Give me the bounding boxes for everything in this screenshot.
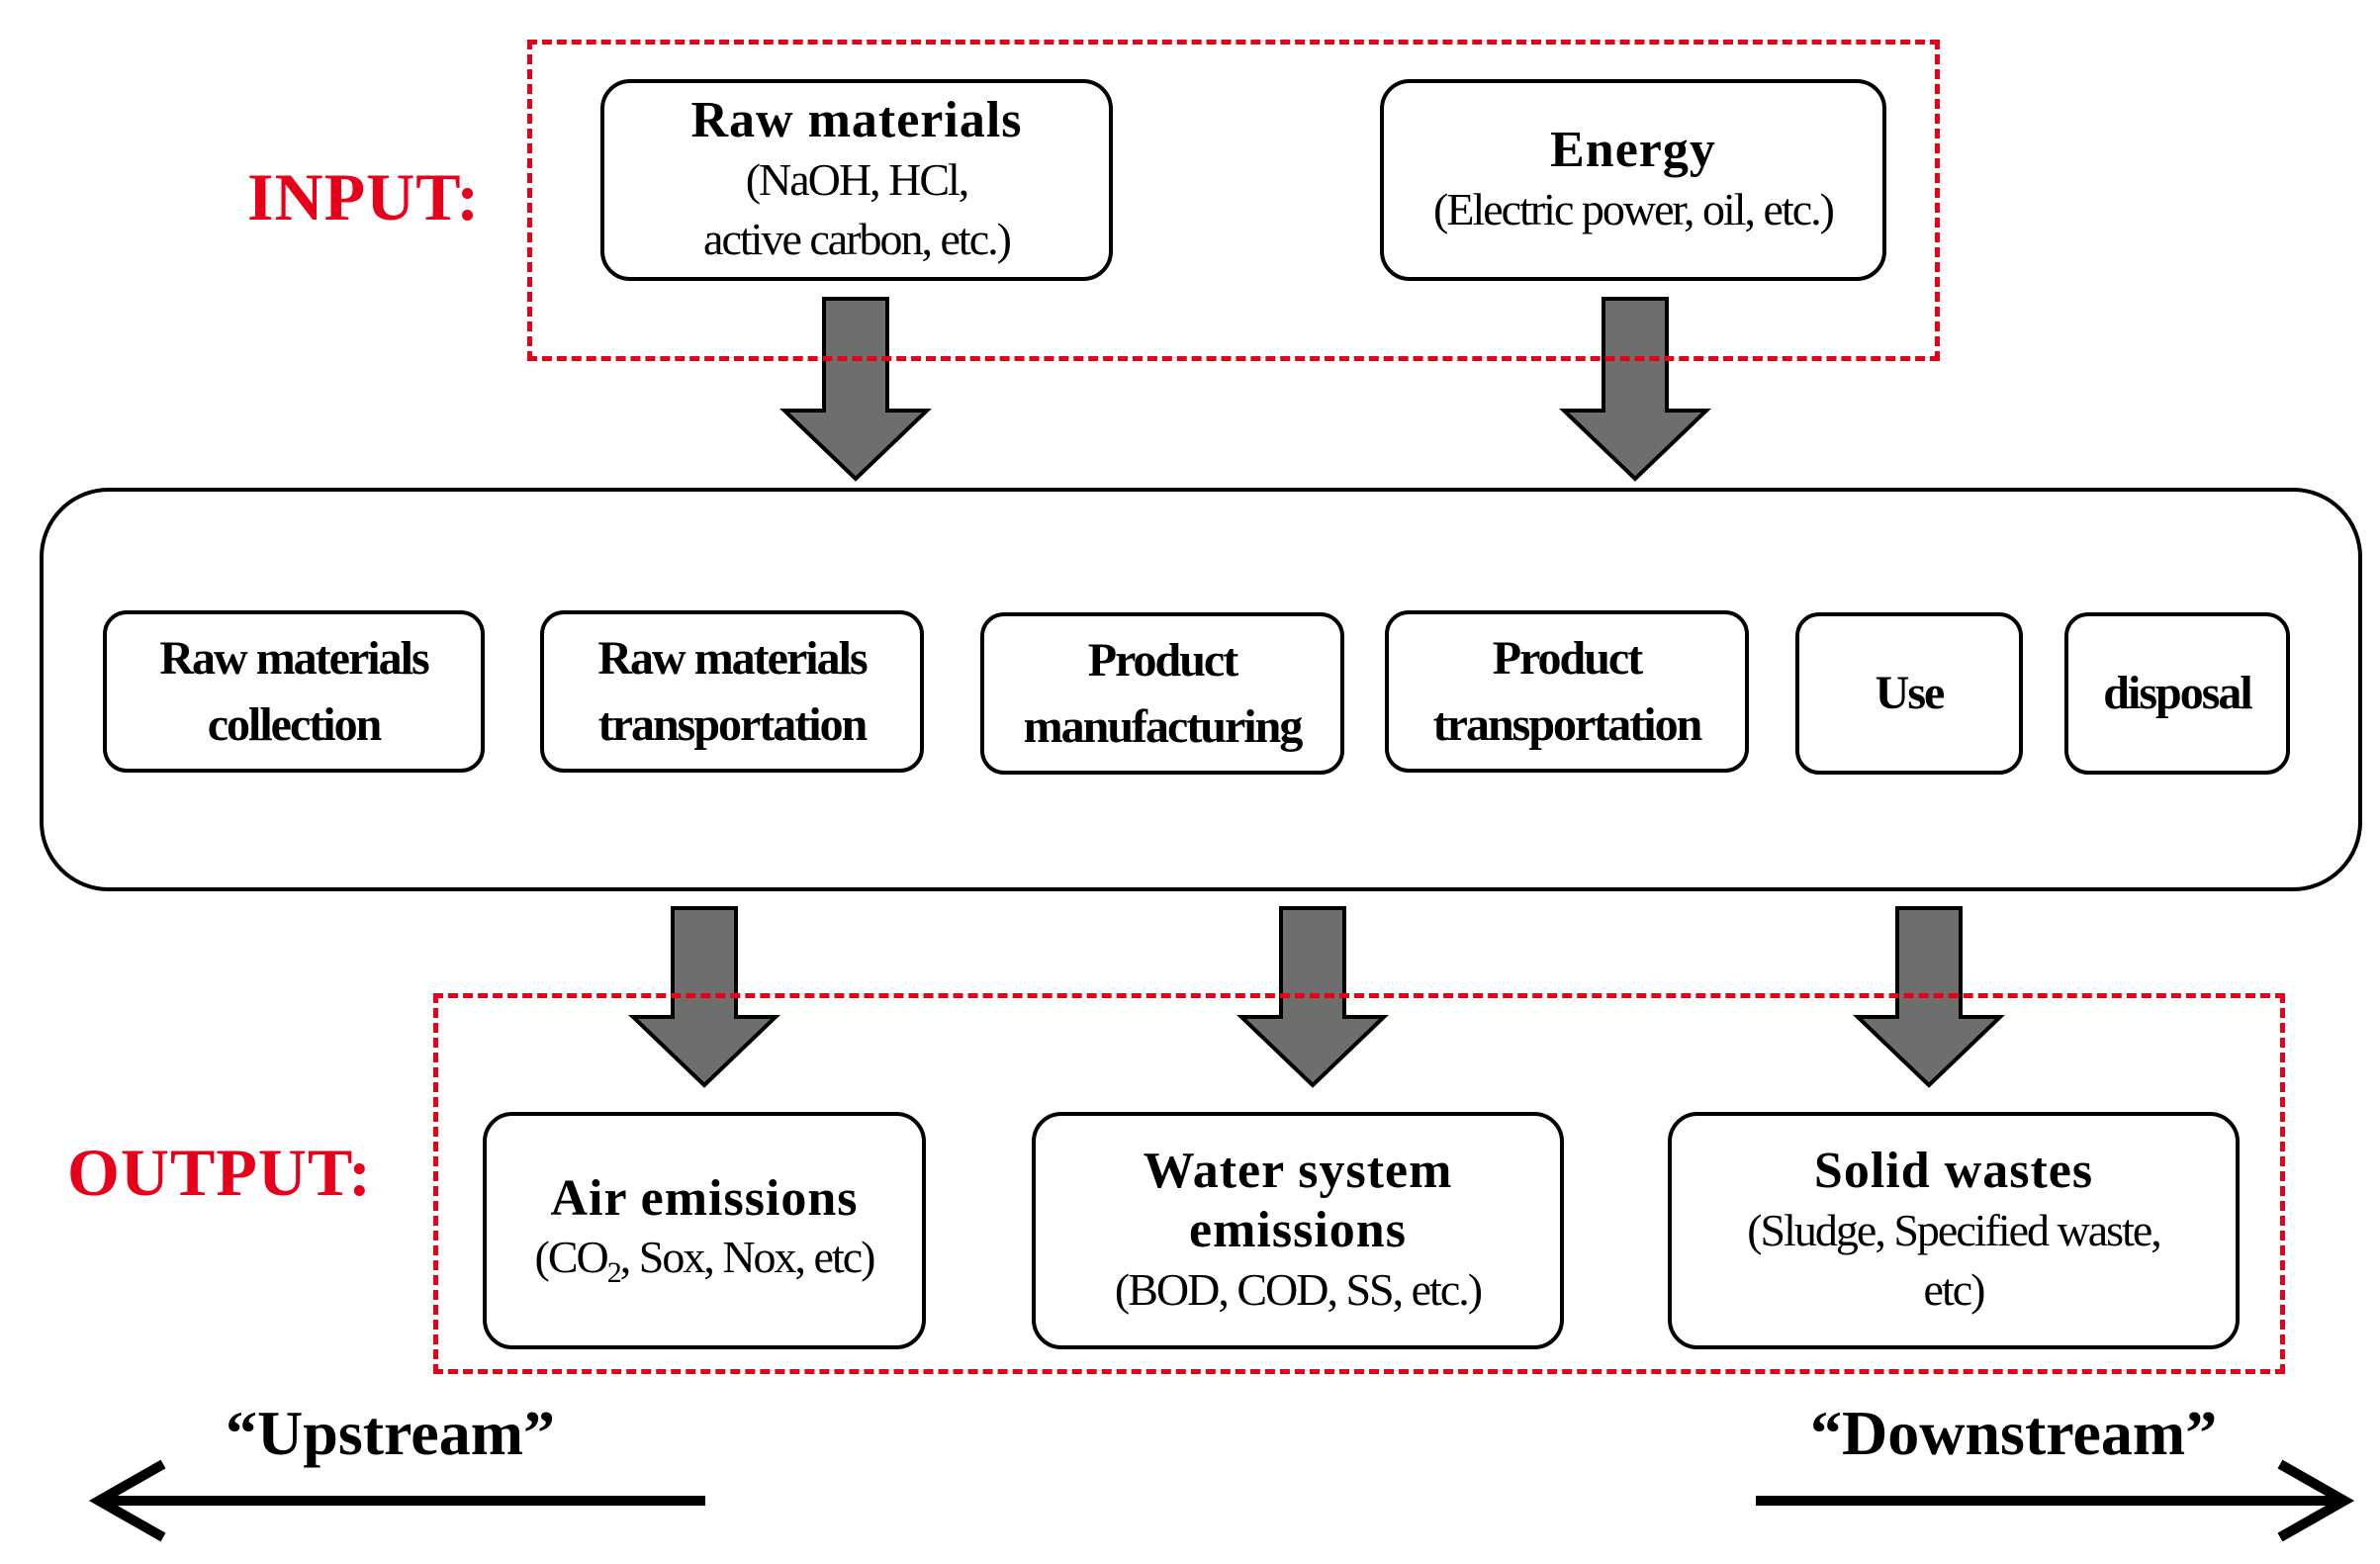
solid-wastes-output-box: Solid wastes (Sludge, Specified waste, e… <box>1668 1112 2240 1349</box>
air-emissions-detail-subscript: 2 <box>606 1256 622 1290</box>
stage-product-manufacturing-line-1: Product <box>1087 633 1238 687</box>
stage-product-transportation: Product transportation <box>1385 610 1749 773</box>
upstream-label: “Upstream” <box>226 1398 555 1468</box>
stage-use: Use <box>1795 612 2023 775</box>
stage-product-transportation-line-2: transportation <box>1432 698 1703 751</box>
input-label: INPUT: <box>247 159 481 234</box>
output-group <box>433 993 2285 1374</box>
stage-product-manufacturing-line-2: manufacturing <box>1023 700 1304 753</box>
downstream-arrow <box>1756 1459 2355 1542</box>
stage-use-label: Use <box>1875 667 1946 720</box>
water-emissions-output-box: Water system emissions (BOD, COD, SS, et… <box>1032 1112 1564 1349</box>
energy-input-detail: (Electric power, oil, etc.) <box>1433 184 1835 234</box>
water-emissions-title-1: Water system <box>1143 1143 1453 1200</box>
stage-raw-materials-transportation-line-2: transportation <box>597 698 869 751</box>
solid-wastes-title: Solid wastes <box>1813 1143 2094 1200</box>
stage-product-transportation-line-1: Product <box>1492 631 1643 685</box>
solid-wastes-detail-1: (Sludge, Specified waste, <box>1747 1205 2162 1256</box>
energy-input-title: Energy <box>1550 122 1716 179</box>
stage-raw-materials-collection-line-2: collection <box>207 698 383 751</box>
arrow-energy-to-process <box>1559 297 1711 482</box>
raw-materials-input-title: Raw materials <box>690 92 1023 149</box>
water-emissions-title-2: emissions <box>1189 1202 1407 1259</box>
stage-product-manufacturing: Product manufacturing <box>980 612 1344 775</box>
raw-materials-input-detail-1: (NaOH, HCl, <box>745 154 970 206</box>
downstream-label: “Downstream” <box>1810 1398 2218 1468</box>
air-emissions-detail-post: , Sox, Nox, etc) <box>619 1232 876 1283</box>
stage-raw-materials-transportation-line-1: Raw materials <box>597 631 868 685</box>
input-group <box>527 40 1940 361</box>
arrow-raw-materials-to-process <box>779 297 932 482</box>
raw-materials-input-detail-2: active carbon, etc.) <box>703 213 1012 264</box>
air-emissions-title: Air emissions <box>550 1169 859 1227</box>
water-emissions-detail: (BOD, COD, SS, etc.) <box>1114 1263 1483 1315</box>
solid-wastes-detail-2: etc) <box>1923 1263 1986 1315</box>
upstream-arrow <box>88 1459 705 1542</box>
output-label: OUTPUT: <box>67 1135 372 1210</box>
air-emissions-detail-pre: (CO <box>534 1232 609 1283</box>
stage-raw-materials-collection-line-1: Raw materials <box>159 631 429 685</box>
stage-disposal: disposal <box>2064 612 2290 775</box>
stage-raw-materials-collection: Raw materials collection <box>103 610 485 773</box>
energy-input-box: Energy (Electric power, oil, etc.) <box>1380 79 1886 281</box>
air-emissions-output-box: Air emissions (CO2, Sox, Nox, etc) <box>483 1112 926 1349</box>
raw-materials-input-box: Raw materials (NaOH, HCl, active carbon,… <box>600 79 1113 281</box>
air-emissions-detail: (CO2, Sox, Nox, etc) <box>534 1228 876 1292</box>
stage-raw-materials-transportation: Raw materials transportation <box>540 610 924 773</box>
stage-disposal-label: disposal <box>2103 667 2252 720</box>
